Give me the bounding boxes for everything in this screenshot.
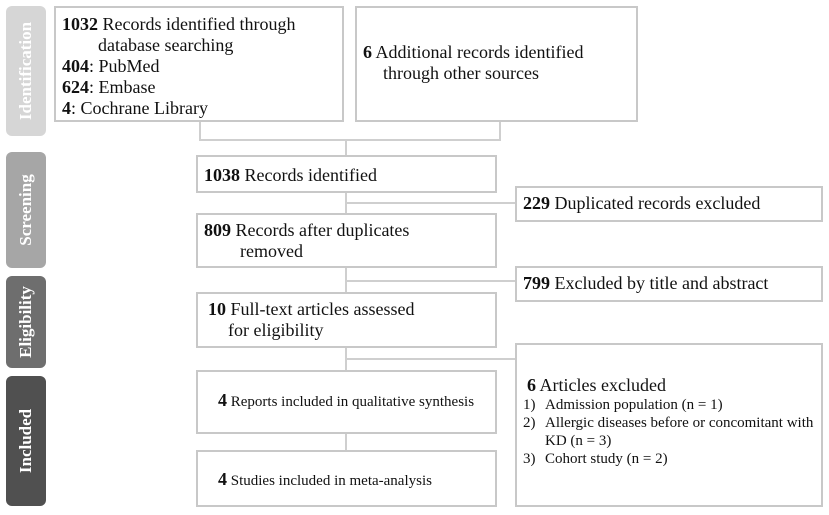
list-item-number [523,432,545,450]
meta-count: 4 [218,469,227,489]
list-item-text: Allergic diseases before or concomitant … [545,415,814,431]
connector-other-merge [346,122,501,141]
cochrane-count: 4 [62,98,71,118]
list-item: KD (n = 3) [523,432,815,450]
phase-eligibility: Eligibility [6,276,46,368]
box-excluded-duplicates: 229 Duplicated records excluded [515,186,823,222]
box-qualitative-synthesis: 4 Reports included in qualitative synthe… [196,370,497,434]
list-item-text: Admission population (n = 1) [545,397,723,413]
list-item-number: 3) [523,451,536,467]
phase-screening: Screening [6,152,46,268]
phase-included: Included [6,376,46,506]
embase-label: : Embase [89,77,156,97]
identified-text: Records identified [240,165,377,185]
fulltext-line1: Full-text articles assessed [226,299,415,319]
list-item: 1) Admission population (n = 1) [523,396,815,414]
phase-identification: Identification [6,6,46,136]
list-item-number: 2) [523,415,536,431]
after-dup-line1: Records after duplicates [231,220,410,240]
after-dup-line2: removed [240,241,303,261]
excl-dup-count: 229 [523,193,550,213]
embase-count: 624 [62,77,89,97]
list-item: 2) Allergic diseases before or concomitan… [523,414,815,432]
phase-included-label: Included [16,408,35,474]
phase-screening-label: Screening [16,174,35,246]
excl-articles-text: Articles excluded [536,375,666,395]
phase-eligibility-label: Eligibility [16,286,35,358]
db-line2: database searching [98,35,234,55]
excl-title-text: Excluded by title and abstract [550,273,769,293]
fulltext-line2: for eligibility [228,320,324,340]
box-excluded-title-abstract: 799 Excluded by title and abstract [515,266,823,302]
qualitative-text: Reports included in qualitative synthesi… [227,394,475,410]
box-excluded-articles: 6 Articles excluded 1) Admission populati… [515,343,823,507]
list-item: 3) Cohort study (n = 2) [523,450,815,468]
identified-count: 1038 [204,165,240,185]
pubmed-label: : PubMed [89,56,160,76]
box-after-duplicates: 809 Records after duplicates removed [196,213,497,268]
box-records-identified: 1038 Records identified [196,155,497,193]
db-count: 1032 [62,14,98,34]
excl-articles-count: 6 [527,375,536,395]
list-item-text: Cohort study (n = 2) [545,451,668,467]
list-item-number: 1) [523,397,536,413]
meta-text: Studies included in meta-analysis [227,473,432,489]
box-meta-analysis: 4 Studies included in meta-analysis [196,450,497,507]
other-count: 6 [363,42,372,62]
box-other-sources: 6 Additional records identified through … [355,6,638,122]
fulltext-count: 10 [208,299,226,319]
db-line1: Records identified through [98,14,296,34]
other-line1: Additional records identified [372,42,584,62]
box-database-records: 1032 Records identified through database… [54,6,344,122]
cochrane-label: : Cochrane Library [71,98,208,118]
connector-db-merge [199,122,346,141]
other-line2: through other sources [383,63,539,83]
excl-dup-text: Duplicated records excluded [550,193,761,213]
phase-identification-label: Identification [16,21,35,121]
box-fulltext-assessed: 10 Full-text articles assessed for eligi… [196,292,497,348]
after-dup-count: 809 [204,220,231,240]
list-item-text: KD (n = 3) [545,433,612,449]
qualitative-count: 4 [218,390,227,410]
pubmed-count: 404 [62,56,89,76]
excl-title-count: 799 [523,273,550,293]
